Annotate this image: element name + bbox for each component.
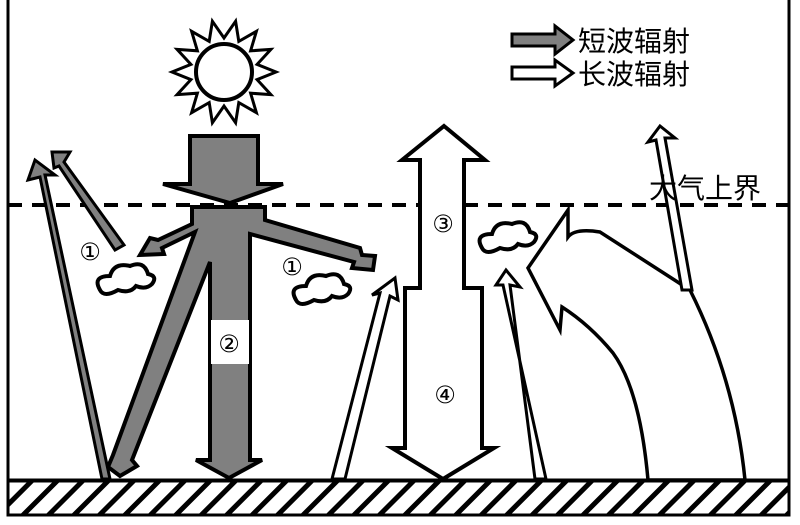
legend: 短波辐射 长波辐射 bbox=[510, 22, 690, 91]
legend-longwave-label: 长波辐射 bbox=[578, 58, 690, 91]
ground bbox=[6, 479, 791, 517]
legend-shortwave-label: 短波辐射 bbox=[578, 25, 690, 58]
cloud-icon bbox=[95, 262, 157, 296]
cloud-reflection-arrow bbox=[50, 150, 127, 252]
incoming-shortwave-arrow bbox=[162, 134, 284, 206]
escape-longwave-arrow bbox=[644, 123, 694, 292]
atmosphere-top-label: 大气上界 bbox=[649, 172, 761, 205]
label-two-bg bbox=[211, 320, 249, 364]
double-arrow-3-4 bbox=[384, 123, 502, 482]
label-four: ④ bbox=[434, 381, 456, 409]
sun-icon bbox=[167, 17, 281, 127]
label-three: ③ bbox=[432, 210, 454, 238]
ground-longwave-arrow bbox=[330, 275, 400, 481]
label-one-left: ① bbox=[79, 238, 101, 266]
label-two: ② bbox=[218, 330, 240, 358]
atmosphere-longwave-arrow bbox=[493, 267, 548, 481]
large-longwave-arrow bbox=[525, 204, 747, 482]
label-one-right: ① bbox=[281, 253, 303, 281]
legend-longwave-swatch bbox=[510, 57, 576, 89]
cloud-icon bbox=[291, 272, 353, 306]
cloud-icon bbox=[477, 220, 539, 254]
legend-shortwave-swatch bbox=[510, 22, 576, 58]
surface-reflection-arrow bbox=[25, 157, 112, 481]
